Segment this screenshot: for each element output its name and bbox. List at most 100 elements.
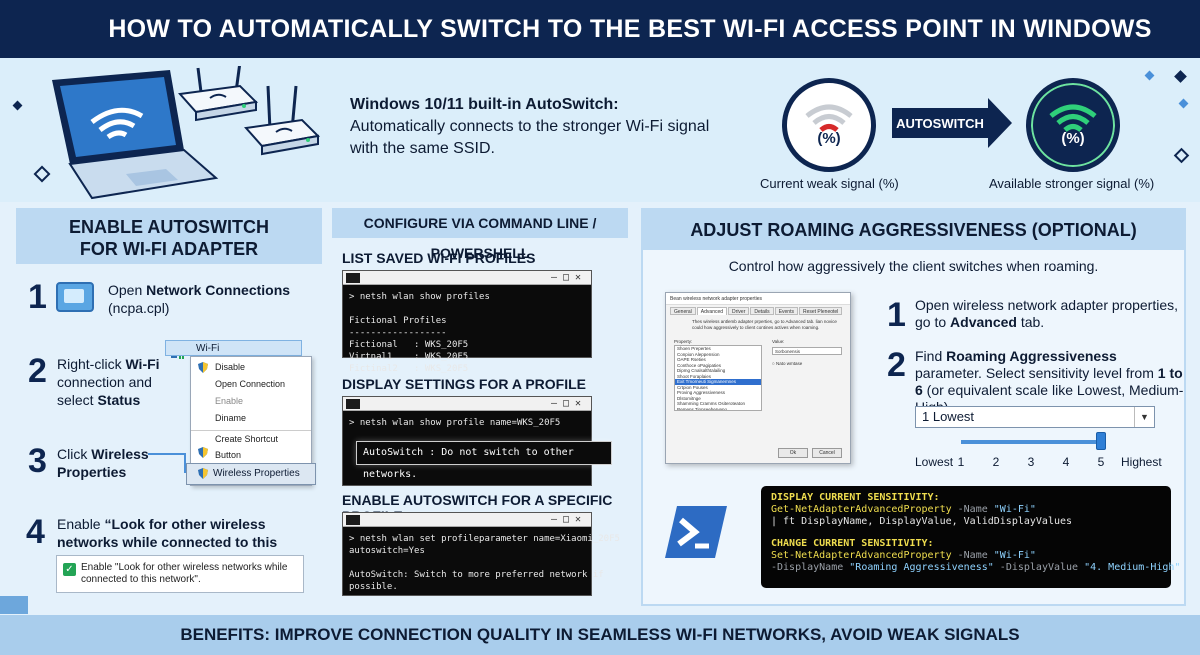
property-list-item[interactable]: OAPE Rseties bbox=[677, 357, 706, 362]
property-list-item[interactable]: Proving Aggressiveness bbox=[677, 390, 726, 395]
property-list-item[interactable]: Remens Tinpseeherveno bbox=[677, 406, 728, 411]
tab-events[interactable]: Events bbox=[774, 307, 798, 315]
terminal-titlebar: –□✕ bbox=[343, 271, 591, 285]
corner-decoration bbox=[0, 596, 28, 614]
tab-advanced[interactable]: Advanced bbox=[696, 307, 728, 315]
intro-body: Automatically connects to the stronger W… bbox=[350, 118, 710, 157]
benefits-footer: BENEFITS: IMPROVE CONNECTION QUALITY IN … bbox=[0, 615, 1200, 655]
property-list-item[interactable]: Dlstomitnge bbox=[677, 395, 701, 401]
property-list-item[interactable]: Shoen Prepertes bbox=[677, 346, 711, 351]
section-list-profiles-title: LIST SAVED WI-FI PROFILES bbox=[342, 250, 536, 266]
slider-tick-label: 1 bbox=[957, 455, 965, 469]
strong-signal-badge: (%) bbox=[1026, 78, 1120, 172]
terminal-titlebar: –□✕ bbox=[343, 513, 591, 527]
slider-thumb[interactable] bbox=[1096, 432, 1106, 450]
panel1-title-line1: ENABLE AUTOSWITCH bbox=[69, 217, 269, 237]
shield-icon bbox=[198, 447, 208, 458]
menu-item-create-shortcut[interactable]: Create Shortcut bbox=[191, 430, 311, 447]
code-heading-display: DISPLAY CURRENT SENSITIVITY: bbox=[771, 492, 940, 503]
step3-number: 3 bbox=[28, 442, 47, 480]
terminal-output: > netsh wlan set profileparameter name=X… bbox=[349, 534, 620, 592]
menu-item-disable[interactable]: Disable bbox=[215, 362, 246, 372]
property-list-item[interactable]: Exit Tmorneuti Sigmanemnes bbox=[675, 379, 761, 385]
terminal-list-profiles: –□✕ > netsh wlan show profiles Fictional… bbox=[342, 270, 592, 374]
slider-tick-label: 2 bbox=[992, 455, 1000, 469]
sensitivity-dropdown[interactable]: 1 Lowest ▼ bbox=[915, 406, 1155, 428]
weak-signal-badge: (%) bbox=[782, 78, 876, 172]
property-label: Property: bbox=[674, 339, 693, 344]
dropdown-value: 1 Lowest bbox=[922, 409, 975, 424]
window-controls[interactable]: –□✕ bbox=[550, 272, 587, 283]
dialog-title: Bean wireless network adapter properties bbox=[666, 293, 850, 305]
menu-item-enable[interactable]: Enable bbox=[215, 396, 244, 406]
value-select[interactable]: Sorbonensis bbox=[772, 347, 842, 355]
wireless-properties-button[interactable]: Wireless Properties bbox=[186, 463, 316, 485]
property-list-item[interactable]: Conthoce oPagipaties bbox=[677, 362, 722, 368]
strong-wifi-icon bbox=[1049, 104, 1097, 132]
step3-leader-line bbox=[148, 453, 186, 473]
look-for-networks-checkbox[interactable]: ✓ Enable "Look for other wireless networ… bbox=[56, 555, 304, 593]
property-list-item[interactable]: Conpion Aleppension bbox=[677, 351, 720, 357]
roam-step2-number: 2 bbox=[887, 346, 906, 384]
adapter-properties-dialog: Bean wireless network adapter properties… bbox=[665, 292, 851, 464]
weak-signal-percent: (%) bbox=[817, 129, 841, 147]
tab-details[interactable]: Details bbox=[750, 307, 774, 315]
menu-item-button[interactable]: Button bbox=[215, 450, 242, 460]
value-label: Value: bbox=[772, 339, 785, 344]
weak-wifi-icon bbox=[805, 104, 853, 132]
arrow-head bbox=[988, 98, 1012, 148]
shield-icon bbox=[198, 362, 208, 373]
property-list-item[interactable]: Dipmg Cnalsalthtalailing bbox=[677, 368, 726, 373]
menu-item-diname[interactable]: Diname bbox=[215, 413, 247, 423]
wifi-connection-item[interactable]: Wi-Fi bbox=[165, 340, 302, 356]
step1-number: 1 bbox=[28, 278, 47, 316]
terminal-icon bbox=[346, 515, 360, 525]
slider-tick-label: 3 bbox=[1027, 455, 1035, 469]
powershell-code-block: DISPLAY CURRENT SENSITIVITY: Get-NetAdap… bbox=[761, 486, 1180, 588]
dialog-tabs: General Advanced Driver Details Events R… bbox=[670, 307, 843, 315]
tab-reset[interactable]: Reset Pleneotel bbox=[798, 307, 843, 315]
terminal-output: > netsh wlan show profiles Fictional Pro… bbox=[349, 292, 490, 374]
step3-text: Click Wireless Properties bbox=[57, 446, 149, 480]
chevron-down-icon[interactable]: ▼ bbox=[1134, 407, 1154, 427]
window-controls[interactable]: –□✕ bbox=[550, 514, 587, 525]
panel3-subtitle: Control how aggressively the client swit… bbox=[728, 258, 1099, 274]
panel1-title-line2: FOR WI-FI ADAPTER bbox=[79, 239, 259, 259]
property-list-item[interactable]: Shoot Foraplaies bbox=[677, 373, 712, 379]
tab-driver[interactable]: Driver bbox=[728, 307, 750, 315]
property-list-item[interactable]: Crtpion Pouses bbox=[677, 384, 708, 390]
laptop-router-illustration bbox=[52, 66, 321, 200]
checkbox-label: Enable "Look for other wireless networks… bbox=[81, 562, 288, 585]
sensitivity-slider-track[interactable] bbox=[961, 440, 1101, 444]
router-icon-2 bbox=[244, 85, 321, 156]
network-connections-icon bbox=[56, 282, 94, 312]
powershell-icon bbox=[665, 506, 727, 558]
step2-number: 2 bbox=[28, 352, 47, 390]
value-radio[interactable]: ○ Nato wmtase bbox=[772, 361, 803, 366]
cancel-button[interactable]: Cancel bbox=[812, 448, 842, 458]
terminal-icon bbox=[346, 273, 360, 283]
ok-button[interactable]: Ok bbox=[778, 448, 808, 458]
terminal-titlebar: –□✕ bbox=[343, 397, 591, 411]
laptop-icon bbox=[52, 70, 219, 200]
code-heading-change: CHANGE CURRENT SENSITIVITY: bbox=[771, 538, 934, 549]
autoswitch-status-callout: AutoSwitch : Do not switch to other netw… bbox=[356, 441, 612, 480]
panel3-title: ADJUST ROAMING AGGRESSIVENESS (OPTIONAL) bbox=[643, 210, 1184, 250]
weak-signal-caption: Current weak signal (%) bbox=[760, 176, 899, 191]
autoswitch-arrow: AUTOSWITCH bbox=[892, 108, 988, 138]
menu-item-open-connection[interactable]: Open Connection bbox=[215, 379, 286, 389]
intro-heading: Windows 10/11 built-in AutoSwitch: bbox=[350, 96, 619, 113]
checkmark-icon: ✓ bbox=[63, 563, 76, 576]
window-controls[interactable]: –□✕ bbox=[550, 398, 587, 409]
strong-signal-caption: Available stronger signal (%) bbox=[989, 176, 1155, 191]
panel2-title: CONFIGURE VIA COMMAND LINE / POWERSHELL bbox=[332, 208, 628, 261]
terminal-enable-autoswitch: –□✕ > netsh wlan set profileparameter na… bbox=[342, 512, 620, 596]
panel-roaming-aggressiveness: ADJUST ROAMING AGGRESSIVENESS (OPTIONAL)… bbox=[641, 208, 1186, 606]
step4-number: 4 bbox=[26, 513, 45, 551]
terminal-output: > netsh wlan show profile name=WKS_20F5 bbox=[349, 418, 561, 428]
property-list-item[interactable]: Shamming Cramms Ositeroteaton bbox=[677, 401, 746, 406]
tab-general[interactable]: General bbox=[670, 307, 696, 315]
slider-tick-label: 5 bbox=[1097, 455, 1105, 469]
roam-step1-number: 1 bbox=[887, 296, 906, 334]
